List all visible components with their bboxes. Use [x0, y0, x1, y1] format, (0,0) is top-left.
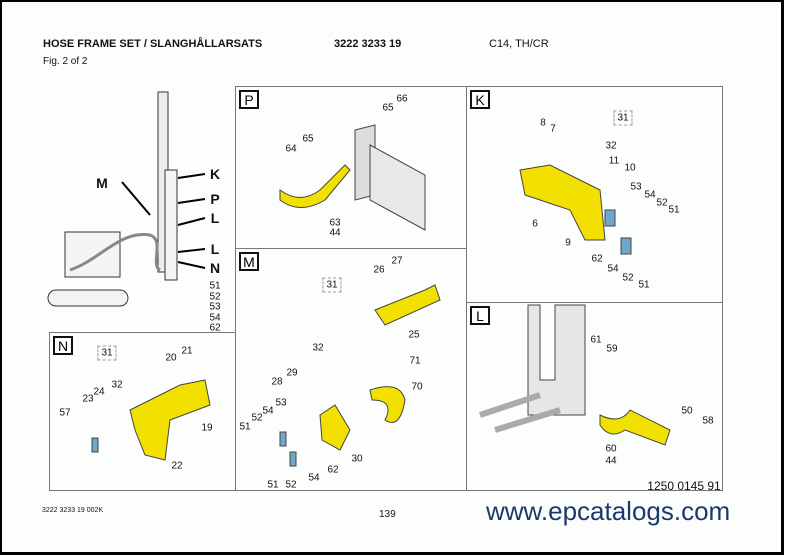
figure-number: Fig. 2 of 2 [43, 56, 88, 67]
callout: 6 [532, 218, 538, 230]
panel-l-drawing [479, 304, 671, 446]
callout: 59 [606, 343, 618, 355]
callout: 54 [607, 263, 619, 275]
callout: 50 [681, 405, 693, 417]
callout-l: L [210, 241, 220, 257]
model-code: C14, TH/CR [489, 38, 549, 50]
callout: 52 [251, 412, 263, 424]
callout: 65 [382, 102, 394, 114]
callout-n: N [209, 260, 221, 276]
callout: 58 [702, 415, 714, 427]
callout: 71 [409, 355, 421, 367]
callout: 60 [605, 443, 617, 455]
callout: 54 [209, 312, 221, 324]
part-number: 3222 3233 19 [334, 38, 402, 50]
panel-label: N [53, 336, 73, 355]
callout: 53 [209, 301, 221, 313]
callout: 62 [327, 464, 339, 476]
callout: 26 [373, 264, 385, 276]
callout: 44 [329, 227, 341, 239]
callout: 64 [285, 143, 297, 155]
callout: 31 [322, 277, 342, 293]
callout: 29 [286, 367, 298, 379]
panel-label: P [239, 90, 259, 109]
callout-m: M [96, 175, 108, 191]
panel-label: K [470, 90, 490, 109]
callout: 44 [605, 455, 617, 467]
callout: 53 [630, 181, 642, 193]
callout: 52 [285, 479, 297, 491]
callout: 65 [302, 133, 314, 145]
callout: 63 [329, 217, 341, 229]
panel-n-drawing [91, 379, 211, 461]
panel-label: M [239, 252, 259, 271]
callout: 54 [644, 189, 656, 201]
document-code: 3222 3233 19 002K [42, 507, 104, 514]
callout: 62 [591, 253, 603, 265]
panel-l: L [466, 302, 723, 491]
page-number: 139 [379, 509, 396, 520]
callout: 31 [97, 345, 117, 361]
callout: 61 [590, 334, 602, 346]
callout-k: K [209, 166, 221, 182]
callout: 27 [391, 255, 403, 267]
page-title: HOSE FRAME SET / SLANGHÅLLARSATS [43, 38, 263, 50]
callout: 52 [209, 291, 221, 303]
callout: 54 [262, 405, 274, 417]
callout: 32 [111, 379, 123, 391]
callout: 7 [550, 123, 556, 135]
callout: 20 [165, 352, 177, 364]
callout: 32 [312, 342, 324, 354]
callout: 57 [59, 407, 71, 419]
callout: 30 [351, 453, 363, 465]
callout: 62 [209, 322, 221, 334]
callout: 23 [82, 393, 94, 405]
callout: 31 [613, 110, 633, 126]
callout-p: P [210, 191, 220, 207]
callout: 70 [411, 381, 423, 393]
callout: 8 [540, 117, 546, 129]
callout: 22 [171, 460, 183, 472]
callout: 11 [608, 155, 620, 167]
callout: 19 [201, 422, 213, 434]
callout: 52 [656, 197, 668, 209]
callout: 51 [638, 279, 650, 291]
callout: 10 [624, 162, 636, 174]
callout: 28 [271, 376, 283, 388]
panel-k-drawing [519, 164, 632, 255]
callout: 9 [565, 237, 571, 249]
panel-label: L [470, 306, 490, 325]
panel-p-drawing [279, 124, 426, 231]
callout: 25 [408, 329, 420, 341]
callout: 54 [308, 472, 320, 484]
callout: 51 [239, 421, 251, 433]
callout: 66 [396, 93, 408, 105]
callout: 53 [275, 397, 287, 409]
callout: 32 [605, 140, 617, 152]
panel-m-drawing [279, 284, 441, 467]
callout: 52 [622, 272, 634, 284]
callout: 21 [181, 345, 193, 357]
rig-overview-drawing [47, 91, 206, 307]
callout: 51 [668, 204, 680, 216]
drawing-number: 1250 0145 91 [647, 479, 721, 493]
callout: 51 [209, 280, 221, 292]
callout: 51 [267, 479, 279, 491]
callout: 24 [93, 386, 105, 398]
watermark-link[interactable]: www.epcatalogs.com [486, 496, 731, 526]
callout-l: L [210, 210, 220, 226]
